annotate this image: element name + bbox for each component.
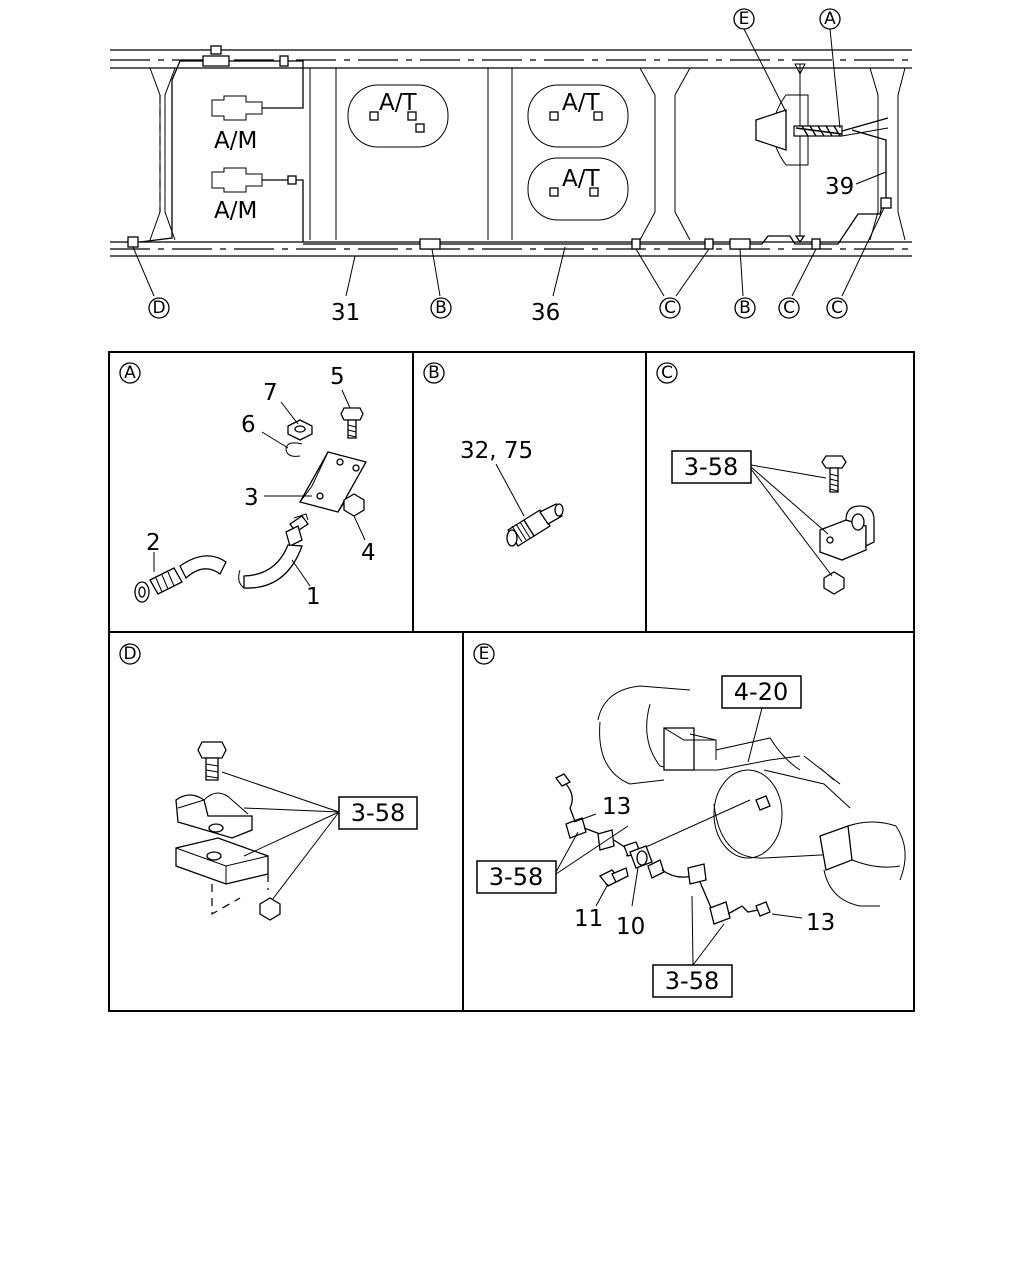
panel-A-part-5: 5 [330, 364, 345, 390]
panel-E-ref-box-bottom: 3-58 [652, 964, 733, 998]
panel-A-part-2: 2 [146, 530, 161, 556]
panel-C-letter: C [661, 363, 673, 383]
at-label-3: A/T [562, 166, 600, 192]
panel-C-ref-label: 3-58 [684, 453, 738, 481]
detail-grid [108, 351, 915, 1012]
callout-B-2: B [734, 297, 756, 319]
at-label-2: A/T [562, 90, 600, 116]
callout-C-2: C [778, 297, 800, 319]
panel-A-part-4: 4 [361, 540, 376, 566]
callout-C-2-label: C [783, 298, 795, 318]
am-label-2: A/M [214, 198, 257, 224]
panel-E-letter: E [479, 644, 490, 664]
part-36-label: 36 [531, 300, 560, 326]
panel-A-letter: A [124, 363, 136, 383]
callout-D-label: D [152, 298, 165, 318]
panel-B-part-32-75: 32, 75 [460, 438, 533, 464]
panel-D: D 3-58 [119, 643, 418, 921]
part-39-label: 39 [825, 174, 854, 200]
panel-E-ref-box-top: 4-20 [721, 675, 802, 709]
callout-B-1-label: B [435, 298, 447, 318]
panel-C: C 3-58 [656, 362, 875, 595]
panel-A-part-6: 6 [241, 412, 256, 438]
am-label-1: A/M [214, 128, 257, 154]
part-31-label: 31 [331, 300, 360, 326]
panel-D-ref-box: 3-58 [338, 796, 418, 830]
at-label-1: A/T [379, 90, 417, 116]
panel-E-ref-box-left: 3-58 [476, 860, 557, 894]
callout-A: A [819, 8, 841, 30]
panel-E-ref-top-label: 4-20 [734, 678, 788, 706]
chassis-overview: A/T A/T A/T A/M A/M [110, 8, 912, 326]
callout-D: D [148, 297, 170, 319]
callout-A-label: A [824, 9, 836, 29]
panel-D-ref-label: 3-58 [351, 799, 405, 827]
panel-D-letter: D [123, 644, 136, 664]
callout-C-1-label: C [664, 298, 676, 318]
panel-E-ref-bottom-label: 3-58 [665, 967, 719, 995]
callout-C-3-label: C [831, 298, 843, 318]
callout-C-1: C [659, 297, 681, 319]
callout-B-1: B [430, 297, 452, 319]
panel-E-part-13-right: 13 [806, 910, 835, 936]
callout-E: E [733, 8, 755, 30]
panel-E: E 4-20 3-58 3-58 [473, 643, 906, 998]
panel-B-letter: B [428, 363, 440, 383]
callout-C-3: C [826, 297, 848, 319]
panel-E-part-10: 10 [616, 914, 645, 940]
panel-A-part-3: 3 [244, 485, 259, 511]
panel-A-part-7: 7 [263, 380, 278, 406]
panel-A-part-1: 1 [306, 584, 321, 610]
panel-E-ref-left-label: 3-58 [489, 863, 543, 891]
panel-B: B 32, 75 [423, 362, 564, 547]
panel-C-ref-box: 3-58 [671, 450, 752, 484]
panel-E-part-13-top: 13 [602, 794, 631, 820]
panel-A: A [119, 362, 376, 610]
callout-E-label: E [739, 9, 750, 29]
callout-B-2-label: B [739, 298, 751, 318]
panel-E-part-11: 11 [574, 906, 603, 932]
